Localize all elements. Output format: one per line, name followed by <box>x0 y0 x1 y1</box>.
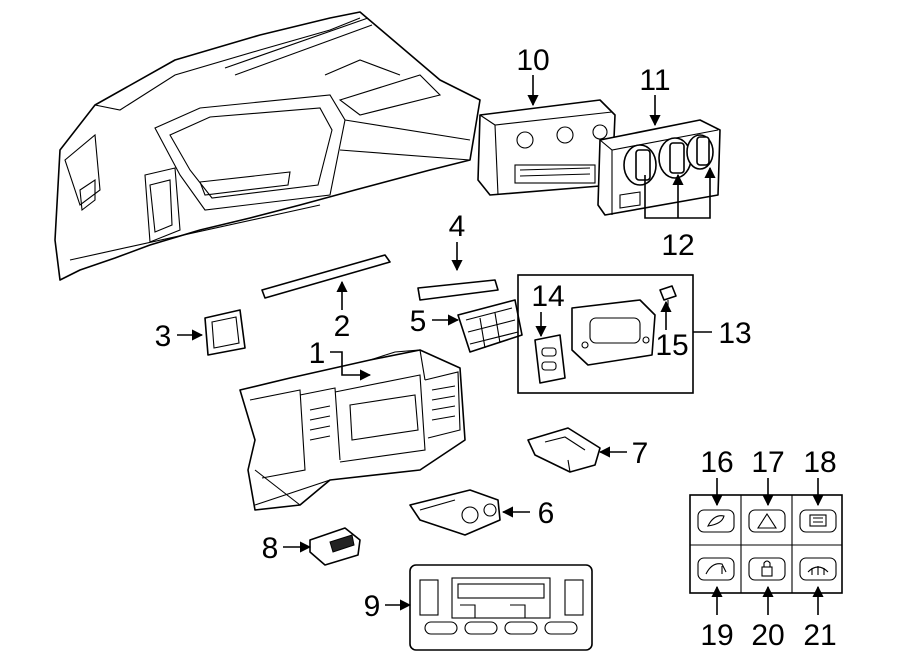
switch-19-dome-lamp <box>697 557 735 581</box>
part-8-switch <box>309 527 361 566</box>
callout-13: 13 <box>718 317 751 350</box>
callout-17: 17 <box>751 446 784 479</box>
instrument-panel <box>54 11 481 281</box>
part-15-clip <box>659 285 677 308</box>
callout-2: 2 <box>334 310 351 343</box>
callout-labels: 10 11 12 4 2 3 5 1 13 14 15 7 6 8 9 16 1… <box>155 44 837 652</box>
leader-lines <box>177 75 824 615</box>
callout-4: 4 <box>449 210 466 243</box>
part-4-trim-strip <box>417 279 499 301</box>
rear-defrost-icon <box>809 514 827 527</box>
callout-16: 16 <box>700 446 733 479</box>
callout-10: 10 <box>516 44 549 77</box>
hazard-triangle-icon <box>756 512 778 529</box>
part-11-control-head <box>597 119 721 216</box>
callout-19: 19 <box>700 619 733 652</box>
part-2-trim-bar <box>261 254 391 299</box>
part-13-group-box <box>517 274 694 394</box>
callout-6: 6 <box>538 497 555 530</box>
part-14-switch <box>534 334 566 384</box>
rear-defog-icon <box>807 566 829 575</box>
callout-7: 7 <box>632 437 649 470</box>
callout-14: 14 <box>531 280 564 313</box>
cargo-lamp-icon <box>707 515 725 527</box>
part-5-vent-grille <box>457 299 523 353</box>
callout-20: 20 <box>751 619 784 652</box>
callout-12: 12 <box>661 229 694 262</box>
part-1-dash-carrier <box>239 349 466 511</box>
lock-icon <box>761 560 773 577</box>
dome-lamp-icon <box>705 563 727 575</box>
part-10-control-housing <box>477 99 616 196</box>
part-6-lower-bracket <box>409 489 501 536</box>
callout-9: 9 <box>364 590 381 623</box>
callout-21: 21 <box>803 619 836 652</box>
part-13-radio-faceplate <box>571 299 656 366</box>
callout-8: 8 <box>262 532 279 565</box>
callout-11: 11 <box>639 64 670 97</box>
switch-panel <box>689 494 843 594</box>
callout-15: 15 <box>655 329 688 362</box>
callout-1: 1 <box>309 337 326 370</box>
switch-18-rear-defrost <box>799 509 837 533</box>
callout-3: 3 <box>155 320 172 353</box>
callout-18: 18 <box>803 446 836 479</box>
switch-20-lock <box>748 557 786 581</box>
part-7-bracket <box>527 427 601 473</box>
switch-16-cargo-lamp <box>697 509 735 533</box>
switch-21-rear-defog <box>799 557 837 581</box>
switch-17-hazard <box>748 509 786 533</box>
callout-5: 5 <box>410 305 427 338</box>
part-3-bezel <box>204 309 246 356</box>
part-9-climate-control <box>409 564 593 651</box>
